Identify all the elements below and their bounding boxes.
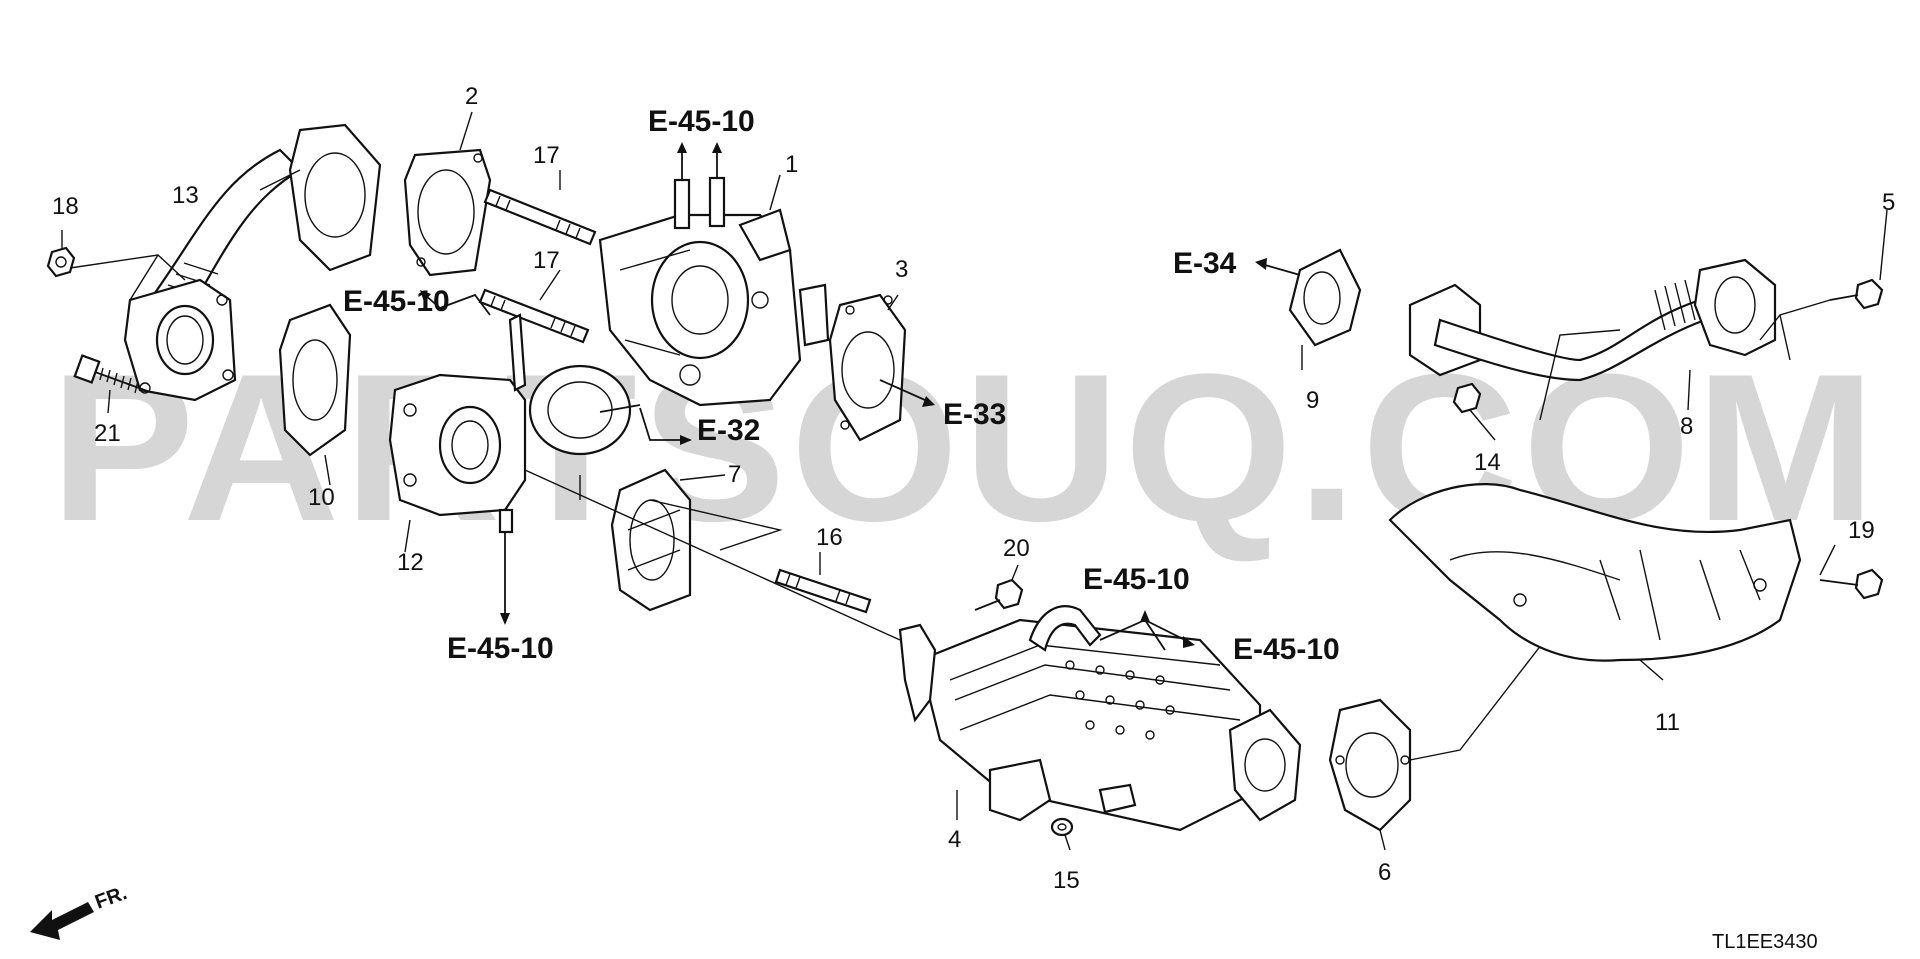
- bolt-part-19[interactable]: [1819, 568, 1884, 600]
- callout-8: 8: [1680, 413, 1693, 440]
- leader-line: [1409, 639, 1546, 761]
- ref-label-e4510-bottom[interactable]: E-45-10: [447, 632, 554, 665]
- leader-line: [424, 293, 491, 316]
- stud-part-17-lower[interactable]: [478, 288, 590, 344]
- callout-4: 4: [948, 826, 961, 853]
- washer-part-15[interactable]: [1050, 817, 1074, 837]
- callout-7: 7: [728, 461, 741, 488]
- arrow-head: [1183, 636, 1195, 648]
- callout-13: 13: [172, 182, 199, 209]
- callout-14: 14: [1474, 449, 1501, 476]
- callout-21: 21: [94, 420, 121, 447]
- stud-part-17-upper[interactable]: [483, 188, 597, 246]
- arrow-head: [680, 435, 692, 445]
- callout-16: 16: [816, 524, 843, 551]
- callout-15: 15: [1053, 867, 1080, 894]
- flange-gasket[interactable]: [288, 123, 382, 272]
- ref-label-e33[interactable]: E-33: [943, 398, 1006, 431]
- arrow-head: [1140, 610, 1150, 622]
- ref-label-e32[interactable]: E-32: [697, 414, 760, 447]
- callout-10: 10: [308, 484, 335, 511]
- ref-label-e4510-left[interactable]: E-45-10: [343, 285, 450, 318]
- callout-2: 2: [465, 83, 478, 110]
- leader-line: [1539, 329, 1621, 421]
- leader-line: [649, 474, 783, 551]
- arrow-to-e4510: [681, 150, 718, 180]
- callout-17b: 17: [533, 247, 560, 274]
- leader-line: [69, 254, 186, 301]
- bolt-part-21[interactable]: [73, 354, 151, 394]
- callout-19: 19: [1848, 517, 1875, 544]
- egr-cooler-part-4[interactable]: [898, 605, 1302, 832]
- ref-label-e4510-right[interactable]: E-45-10: [1233, 633, 1340, 666]
- callout-12: 12: [397, 549, 424, 576]
- bypass-valve-part-12[interactable]: [388, 313, 641, 534]
- gasket-part-9[interactable]: [1288, 248, 1362, 347]
- gasket-part-6[interactable]: [1328, 698, 1412, 832]
- ref-label-e34[interactable]: E-34: [1173, 247, 1237, 280]
- callout-9: 9: [1306, 387, 1319, 414]
- ref-label-e4510-mid[interactable]: E-45-10: [1083, 563, 1190, 596]
- egr-valve-part-1[interactable]: [598, 176, 830, 407]
- arrow-head: [922, 396, 935, 407]
- leader-to-e33: [879, 379, 926, 401]
- leader-line: [1264, 264, 1301, 276]
- arrow-head: [420, 290, 431, 302]
- ref-label-e4510-top[interactable]: E-45-10: [648, 105, 755, 138]
- heat-shield-part-11[interactable]: [1388, 483, 1802, 662]
- gasket-part-2[interactable]: [403, 148, 492, 277]
- leader-line: [524, 469, 901, 641]
- leader-line: [1759, 299, 1831, 361]
- front-indicator-label: FR.: [92, 882, 130, 914]
- leader-line: [639, 407, 680, 441]
- callout-3: 3: [895, 256, 908, 283]
- front-direction-arrow: [30, 902, 94, 940]
- callout-20: 20: [1003, 535, 1030, 562]
- egr-pipe-part-8[interactable]: [1408, 258, 1777, 382]
- callout-11: 11: [1655, 709, 1680, 736]
- callout-1: 1: [785, 151, 798, 178]
- stud-part-16[interactable]: [774, 568, 872, 614]
- callout-5: 5: [1882, 189, 1895, 216]
- arrow-head: [500, 613, 510, 625]
- callout-6: 6: [1378, 859, 1391, 886]
- gasket-part-3[interactable]: [828, 293, 907, 442]
- egr-pipe-part-13[interactable]: [123, 148, 302, 402]
- arrow-head: [1255, 258, 1267, 270]
- gasket-part-10[interactable]: [278, 303, 352, 457]
- leader-line: [61, 111, 1888, 851]
- callout-17a: 17: [533, 142, 560, 169]
- diagram-code: TL1EE3430: [1712, 931, 1818, 953]
- bolt-part-5[interactable]: [1829, 278, 1884, 310]
- callout-18: 18: [52, 193, 79, 220]
- bolt-part-20[interactable]: [974, 578, 1024, 611]
- nut-part-14[interactable]: [1452, 382, 1482, 414]
- arrow-heads: [677, 142, 722, 153]
- nut-part-18[interactable]: [46, 246, 76, 278]
